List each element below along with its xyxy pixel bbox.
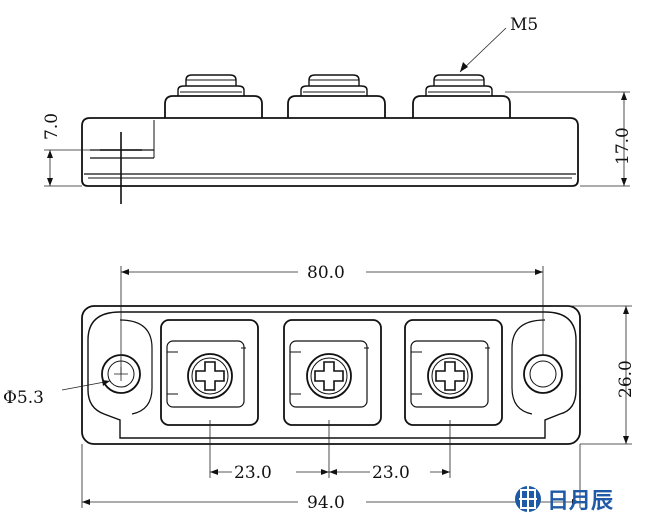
terminal-pocket-3	[404, 319, 503, 426]
dim-17-label: 17.0	[613, 127, 633, 165]
dim-80-label: 80.0	[307, 263, 345, 283]
terminal-screw-2	[306, 353, 352, 399]
terminal-screw-1	[187, 353, 233, 399]
brand-logo: 日月辰	[515, 486, 613, 514]
hole-diameter-label: Φ5.3	[3, 388, 44, 408]
dim-7-label: 7.0	[42, 113, 62, 140]
top-body-inner-contour	[87, 311, 577, 439]
left-ear-contour	[119, 319, 153, 415]
dim-26-label: 26.0	[616, 360, 636, 398]
hole-leader-line	[61, 380, 111, 391]
terminal-boss-3	[412, 74, 511, 118]
dim-26-arrow-top	[623, 306, 629, 314]
m5-leader-line	[459, 27, 507, 73]
side-body-outline	[81, 117, 579, 187]
terminal-pocket-1	[160, 319, 259, 426]
terminal-screw-3	[427, 353, 473, 399]
dim-7-arrow-top	[47, 150, 53, 158]
terminal-boss-1	[164, 74, 263, 118]
dim-80-arrow-right	[535, 269, 543, 275]
dim-94-arrow-left	[82, 499, 90, 505]
logo-text: 日月辰	[547, 489, 613, 514]
dim-7-arrow-bottom	[47, 178, 53, 186]
terminal-pocket-2	[283, 319, 382, 426]
m5-label: M5	[510, 15, 538, 35]
right-ear-contour	[511, 319, 546, 415]
side-view: M5 7.0 17.0	[42, 15, 633, 204]
terminal-boss-2	[287, 74, 386, 118]
dim-94-arrow-right	[572, 499, 580, 505]
dim-80-arrow-left	[121, 269, 129, 275]
phillips-cross-icon	[314, 361, 344, 391]
right-mounting-hole-inner	[529, 360, 557, 388]
phillips-cross-icon	[435, 361, 465, 391]
dim-26-arrow-bottom	[623, 436, 629, 444]
m5-leader-arrow	[460, 62, 468, 72]
phillips-cross-icon	[195, 361, 225, 391]
top-view: 80.0 26.0 Φ5.3 23.0 23.0 94.0	[3, 263, 636, 513]
dim-23-label-2: 23.0	[372, 463, 410, 483]
dim-94-label: 94.0	[307, 493, 345, 513]
dim-17-arrow-top	[621, 92, 627, 100]
dim-23-label-1: 23.0	[234, 463, 272, 483]
top-body-outline	[81, 305, 581, 445]
hole-leader-arrow	[102, 380, 110, 386]
dim-17-arrow-bottom	[621, 178, 627, 186]
